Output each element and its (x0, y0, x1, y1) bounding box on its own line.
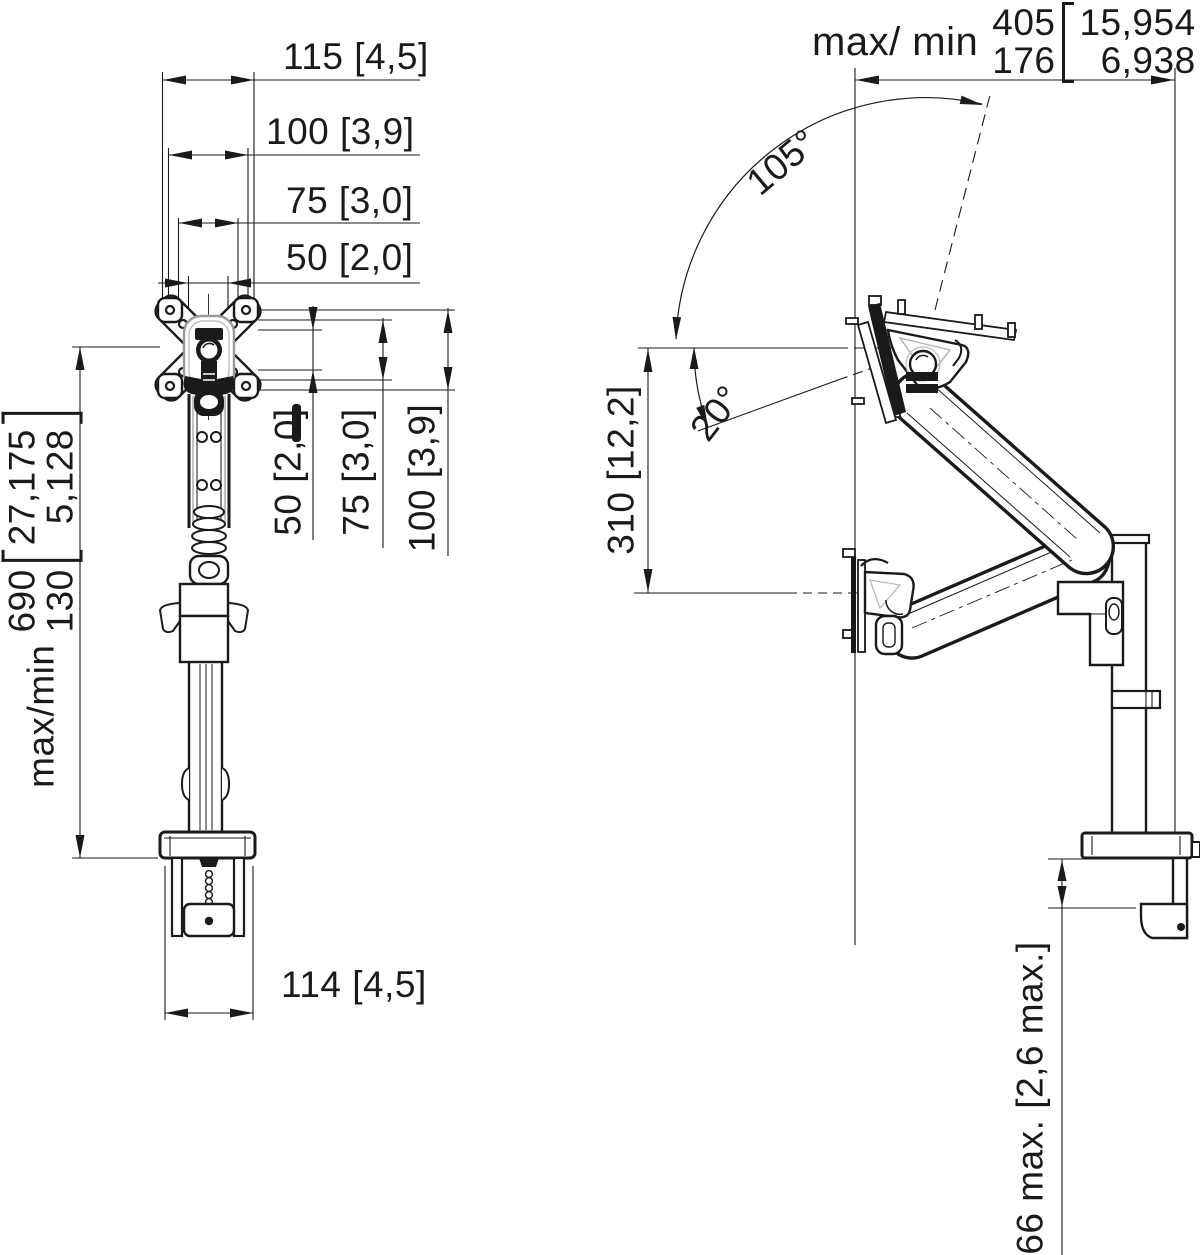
arm-pole-bracket (1056, 580, 1162, 710)
dim-vesa-width-100: 100 [3,9] (266, 111, 415, 152)
height-range-prefix: max/min (21, 644, 62, 788)
dim-height-range: max/min 690 130 27,175 5,128 (1, 412, 83, 788)
side-dimension-lines (634, 68, 1176, 1255)
reach-min-inch: 6,938 (1100, 40, 1196, 82)
side-view-drawing (634, 68, 1200, 1255)
dim-vesa-width-115: 115 [4,5] (283, 36, 429, 77)
dim-lift-range: 310 [12,2] (600, 385, 642, 555)
dim-vesa-height-50: 50 [2,0] (267, 408, 309, 536)
front-view-drawing (72, 72, 455, 1020)
bracket-open (1062, 2, 1075, 83)
vesa-plate-front (154, 294, 301, 442)
dim-vesa-width-75: 75 [3,0] (286, 180, 414, 221)
height-range-inch: 27,175 5,128 (1, 429, 81, 546)
dim-desk-thickness: 66 max. [2,6 max.] (1009, 941, 1051, 1255)
dim-vesa-height-100: 100 [3,9] (401, 403, 443, 553)
height-max-mm: 690 (1, 569, 43, 633)
reach-max-inch: 15,954 (1079, 2, 1196, 43)
pole-side (1107, 533, 1151, 833)
height-range-mm: 690 130 (1, 569, 81, 633)
reach-range-mm: 405 176 (992, 2, 1056, 82)
bracket-open (1, 550, 83, 563)
reach-range-inch: 15,954 6,938 (1079, 2, 1196, 82)
arm-column-front (187, 394, 231, 586)
pole-front (180, 662, 231, 832)
height-min-mm: 130 (40, 569, 81, 633)
dim-vesa-width-50: 50 [2,0] (286, 237, 414, 278)
pole-mount-front (158, 582, 250, 664)
reach-max-mm: 405 (992, 2, 1056, 43)
reach-range-prefix: max/ min (812, 19, 979, 64)
height-min-inch: 5,128 (40, 429, 81, 525)
height-max-inch: 27,175 (1, 429, 43, 546)
monitor-head-min (842, 548, 915, 656)
dim-clamp-width: 114 [4,5] (281, 964, 427, 1005)
dim-reach-range: max/ min 405 176 15,954 6,938 (812, 2, 1200, 83)
bracket-close (1, 412, 83, 425)
dim-vesa-height-75: 75 [3,0] (335, 408, 377, 536)
desk-clamp-side (1080, 831, 1200, 940)
monitor-head-max (845, 295, 1018, 425)
front-dimension-lines (72, 72, 455, 1020)
desk-clamp-front (158, 830, 257, 938)
reach-min-mm: 176 (992, 40, 1056, 82)
